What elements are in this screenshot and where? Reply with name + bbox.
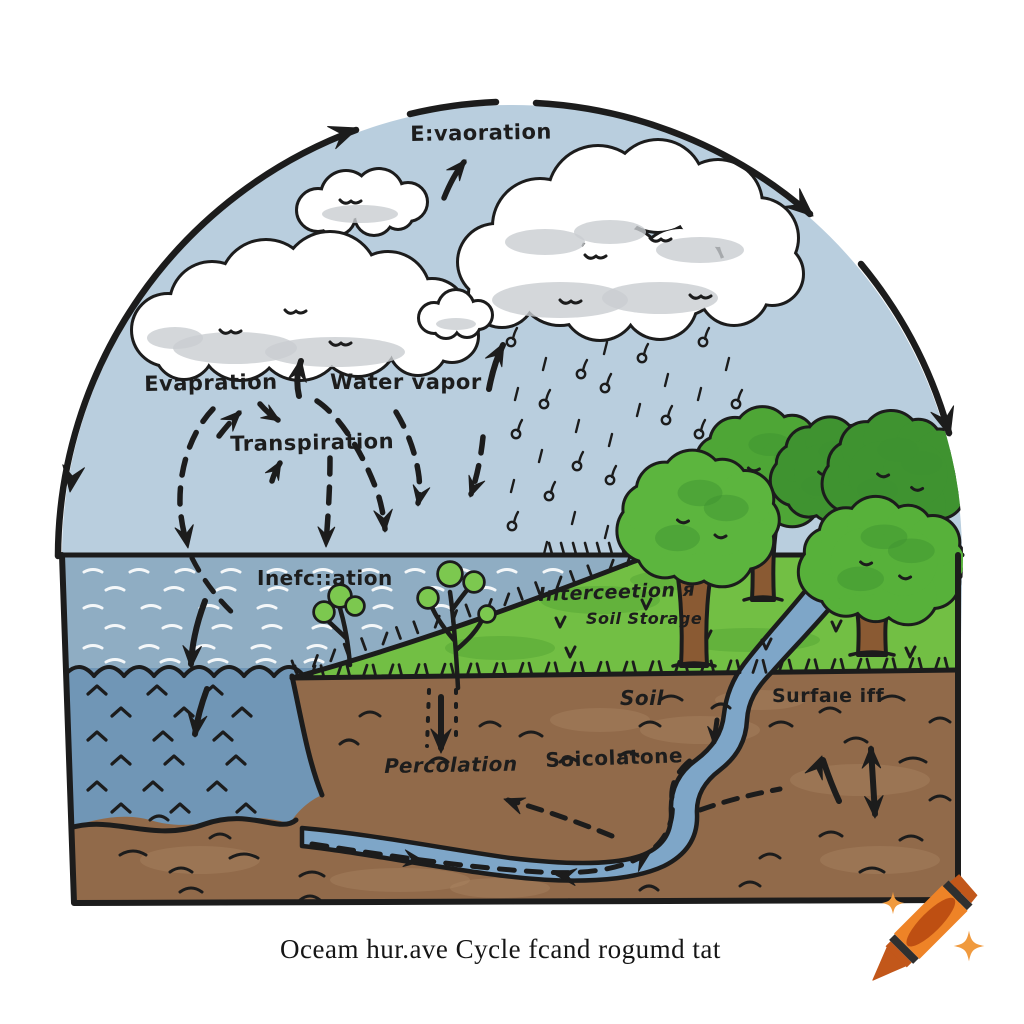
sky-arrows — [174, 159, 506, 549]
ocean-wave-chevrons — [86, 684, 257, 814]
soil-runoff-arrows — [697, 745, 884, 819]
label-infiltration: Inefc::ation — [257, 566, 393, 590]
cloud-small-mid — [417, 288, 494, 340]
label-soil-storage: Soil Storage — [586, 609, 703, 628]
groundwater-flow-arrows — [309, 717, 724, 886]
label-evaporation: Evapration — [144, 369, 278, 396]
soil-squiggles — [118, 694, 952, 903]
label-evaporation-top: E:vaoration — [410, 119, 553, 146]
label-soil: Soil — [620, 686, 664, 710]
trees — [312, 405, 963, 691]
ground-frame — [59, 552, 961, 906]
sparkle-icon — [881, 891, 905, 915]
ocean-down-arrows — [182, 555, 241, 738]
sky-dome — [62, 105, 962, 556]
saplings — [312, 560, 497, 691]
soil-texture-patches — [140, 690, 940, 898]
diagram-caption: Oceam hur.ave Cycle fcand rogumd tat — [280, 934, 721, 964]
grass-tufts — [290, 555, 950, 680]
cycle-arc-arrows — [54, 98, 955, 560]
percolation-arrow — [425, 688, 458, 754]
label-surface-runoff: Surfaıe iff — [772, 685, 885, 707]
tree-left-canopy — [615, 448, 781, 589]
cloud-small-top — [295, 167, 429, 237]
label-water-vapor: Water vapor — [330, 370, 482, 394]
crayon-icon — [872, 874, 978, 981]
cloud-rain-large — [456, 138, 805, 342]
label-transpiration: Transpiration — [230, 429, 395, 456]
tree-right-canopy — [796, 494, 963, 627]
label-percolation: Percolation — [384, 751, 518, 778]
rain-drops — [505, 326, 744, 555]
label-soil-percolation: Soicolatone — [545, 743, 684, 772]
sparkle-icon — [953, 930, 985, 962]
